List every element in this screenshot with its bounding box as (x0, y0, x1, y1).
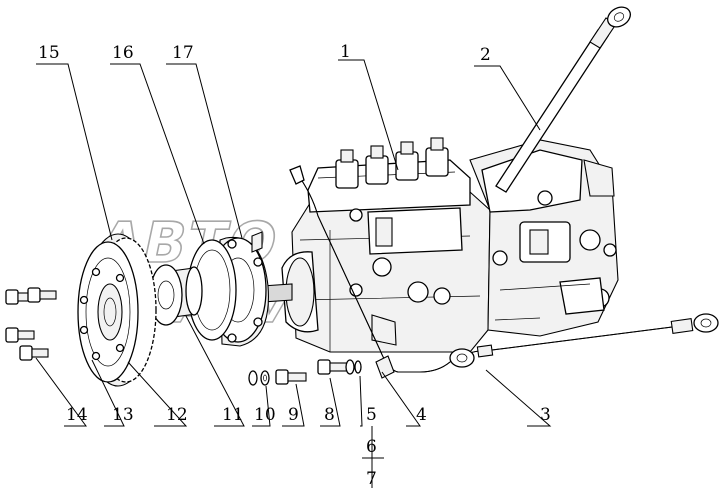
callout-5: 5 (366, 405, 377, 425)
callout-6: 6 (366, 437, 377, 457)
callout-4: 4 (416, 405, 427, 425)
callout-3: 3 (540, 405, 551, 425)
callout-labels: 1 2 3 4 5 6 7 8 9 10 11 12 13 14 15 16 1… (38, 42, 551, 489)
callout-8: 8 (324, 405, 335, 425)
callout-9: 9 (288, 405, 299, 425)
callout-14: 14 (66, 405, 88, 425)
hub-11 (149, 264, 203, 326)
drive-gear (77, 233, 157, 387)
bolts-14 (5, 287, 57, 361)
governor-housing (469, 139, 619, 337)
fuel-pipe-right (449, 313, 719, 368)
gasket-16 (187, 239, 237, 341)
leader-lines (35, 59, 552, 488)
callout-16: 16 (112, 43, 134, 63)
injection-pump-body (256, 137, 491, 353)
linkage-rod (495, 6, 631, 193)
callout-12: 12 (166, 405, 188, 425)
callout-2: 2 (480, 45, 491, 65)
callout-15: 15 (38, 43, 60, 63)
callout-10: 10 (254, 405, 276, 425)
fuel-pipe-left (289, 165, 451, 379)
callout-13: 13 (112, 405, 134, 425)
callout-17: 17 (172, 43, 194, 63)
delivery-valve-holders (335, 137, 449, 189)
callout-11: 11 (222, 405, 244, 425)
callout-7: 7 (366, 469, 377, 489)
callout-1: 1 (340, 42, 351, 62)
washers-and-screws (248, 359, 362, 386)
